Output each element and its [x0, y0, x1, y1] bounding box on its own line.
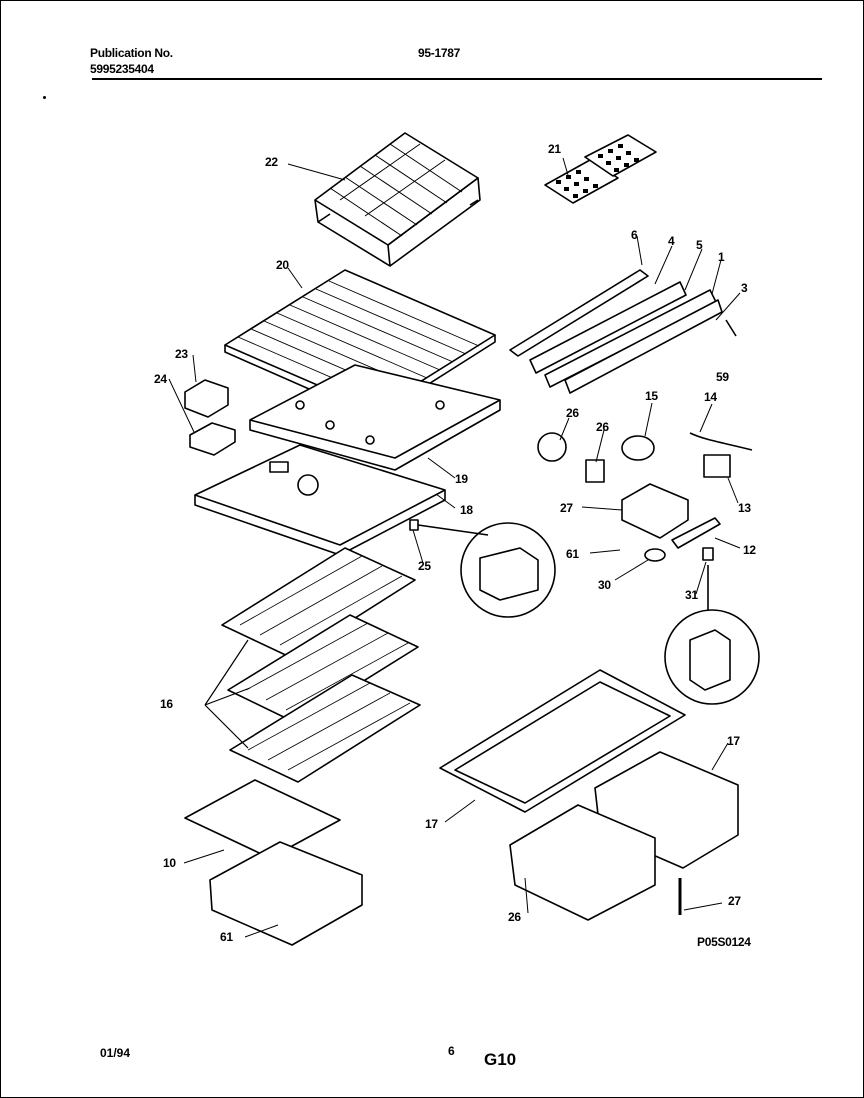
part-8-divider — [249, 364, 501, 471]
scan-speck — [43, 96, 46, 99]
footer-page: 6 — [448, 1044, 455, 1058]
footer-date: 01/94 — [100, 1046, 131, 1060]
callout-6: 6 — [631, 228, 638, 242]
callout-26-a: 17 — [727, 734, 740, 748]
callout-59: 59 — [716, 370, 729, 384]
part-12-13-bins — [184, 379, 236, 456]
model-number: 95-1787 — [418, 46, 460, 60]
callout-18: 30 — [598, 578, 611, 592]
diagram-id: P05S0124 — [697, 935, 751, 949]
part-24-shelves — [221, 547, 421, 783]
part-10-ice-trays — [544, 134, 657, 204]
callout-61: 61 — [566, 547, 579, 561]
part-30-31-crisper — [184, 779, 363, 946]
callout-15: 26 — [566, 406, 579, 420]
callout-7: 18 — [460, 503, 473, 517]
publication-number: 5995235404 — [90, 62, 154, 76]
callout-25: 17 — [425, 817, 438, 831]
callout-5: 5 — [696, 238, 703, 252]
part-26-drawers — [509, 751, 739, 921]
inset-part-14 — [409, 519, 556, 618]
parts-light-control — [537, 432, 753, 483]
callout-31: 61 — [220, 930, 233, 944]
callout-1: 1 — [718, 250, 725, 264]
part-7-pan — [194, 444, 446, 556]
callout-21: 13 — [738, 501, 751, 515]
callout-3: 3 — [741, 281, 748, 295]
part-1-4-5-6-rails — [509, 269, 723, 394]
callout-14: 25 — [418, 559, 431, 573]
callout-11: 22 — [265, 155, 278, 169]
callout-27: 27 — [728, 894, 741, 908]
part-25-frame — [439, 669, 686, 813]
header-rule — [92, 78, 822, 80]
callout-24: 16 — [160, 697, 173, 711]
inset-part-19 — [664, 565, 760, 705]
callout-16: 26 — [596, 420, 609, 434]
part-11-wire-rack — [314, 132, 481, 267]
callout-23: 15 — [645, 389, 658, 403]
callout-22: 14 — [704, 390, 717, 404]
publication-label: Publication No. — [90, 46, 173, 60]
callout-13: 24 — [154, 372, 167, 386]
callout-30: 10 — [163, 856, 176, 870]
callout-26-b: 26 — [508, 910, 521, 924]
callout-10: 21 — [548, 142, 561, 156]
leader-lines — [168, 157, 741, 938]
parts-control-housing — [621, 483, 721, 562]
callout-8: 19 — [455, 472, 468, 486]
callout-17: 27 — [560, 501, 573, 515]
callout-20: 12 — [743, 543, 756, 557]
footer-section: G10 — [484, 1050, 517, 1069]
callout-19: 31 — [685, 588, 698, 602]
callout-9: 20 — [276, 258, 289, 272]
callout-12: 23 — [175, 347, 188, 361]
callout-4: 4 — [668, 234, 675, 248]
